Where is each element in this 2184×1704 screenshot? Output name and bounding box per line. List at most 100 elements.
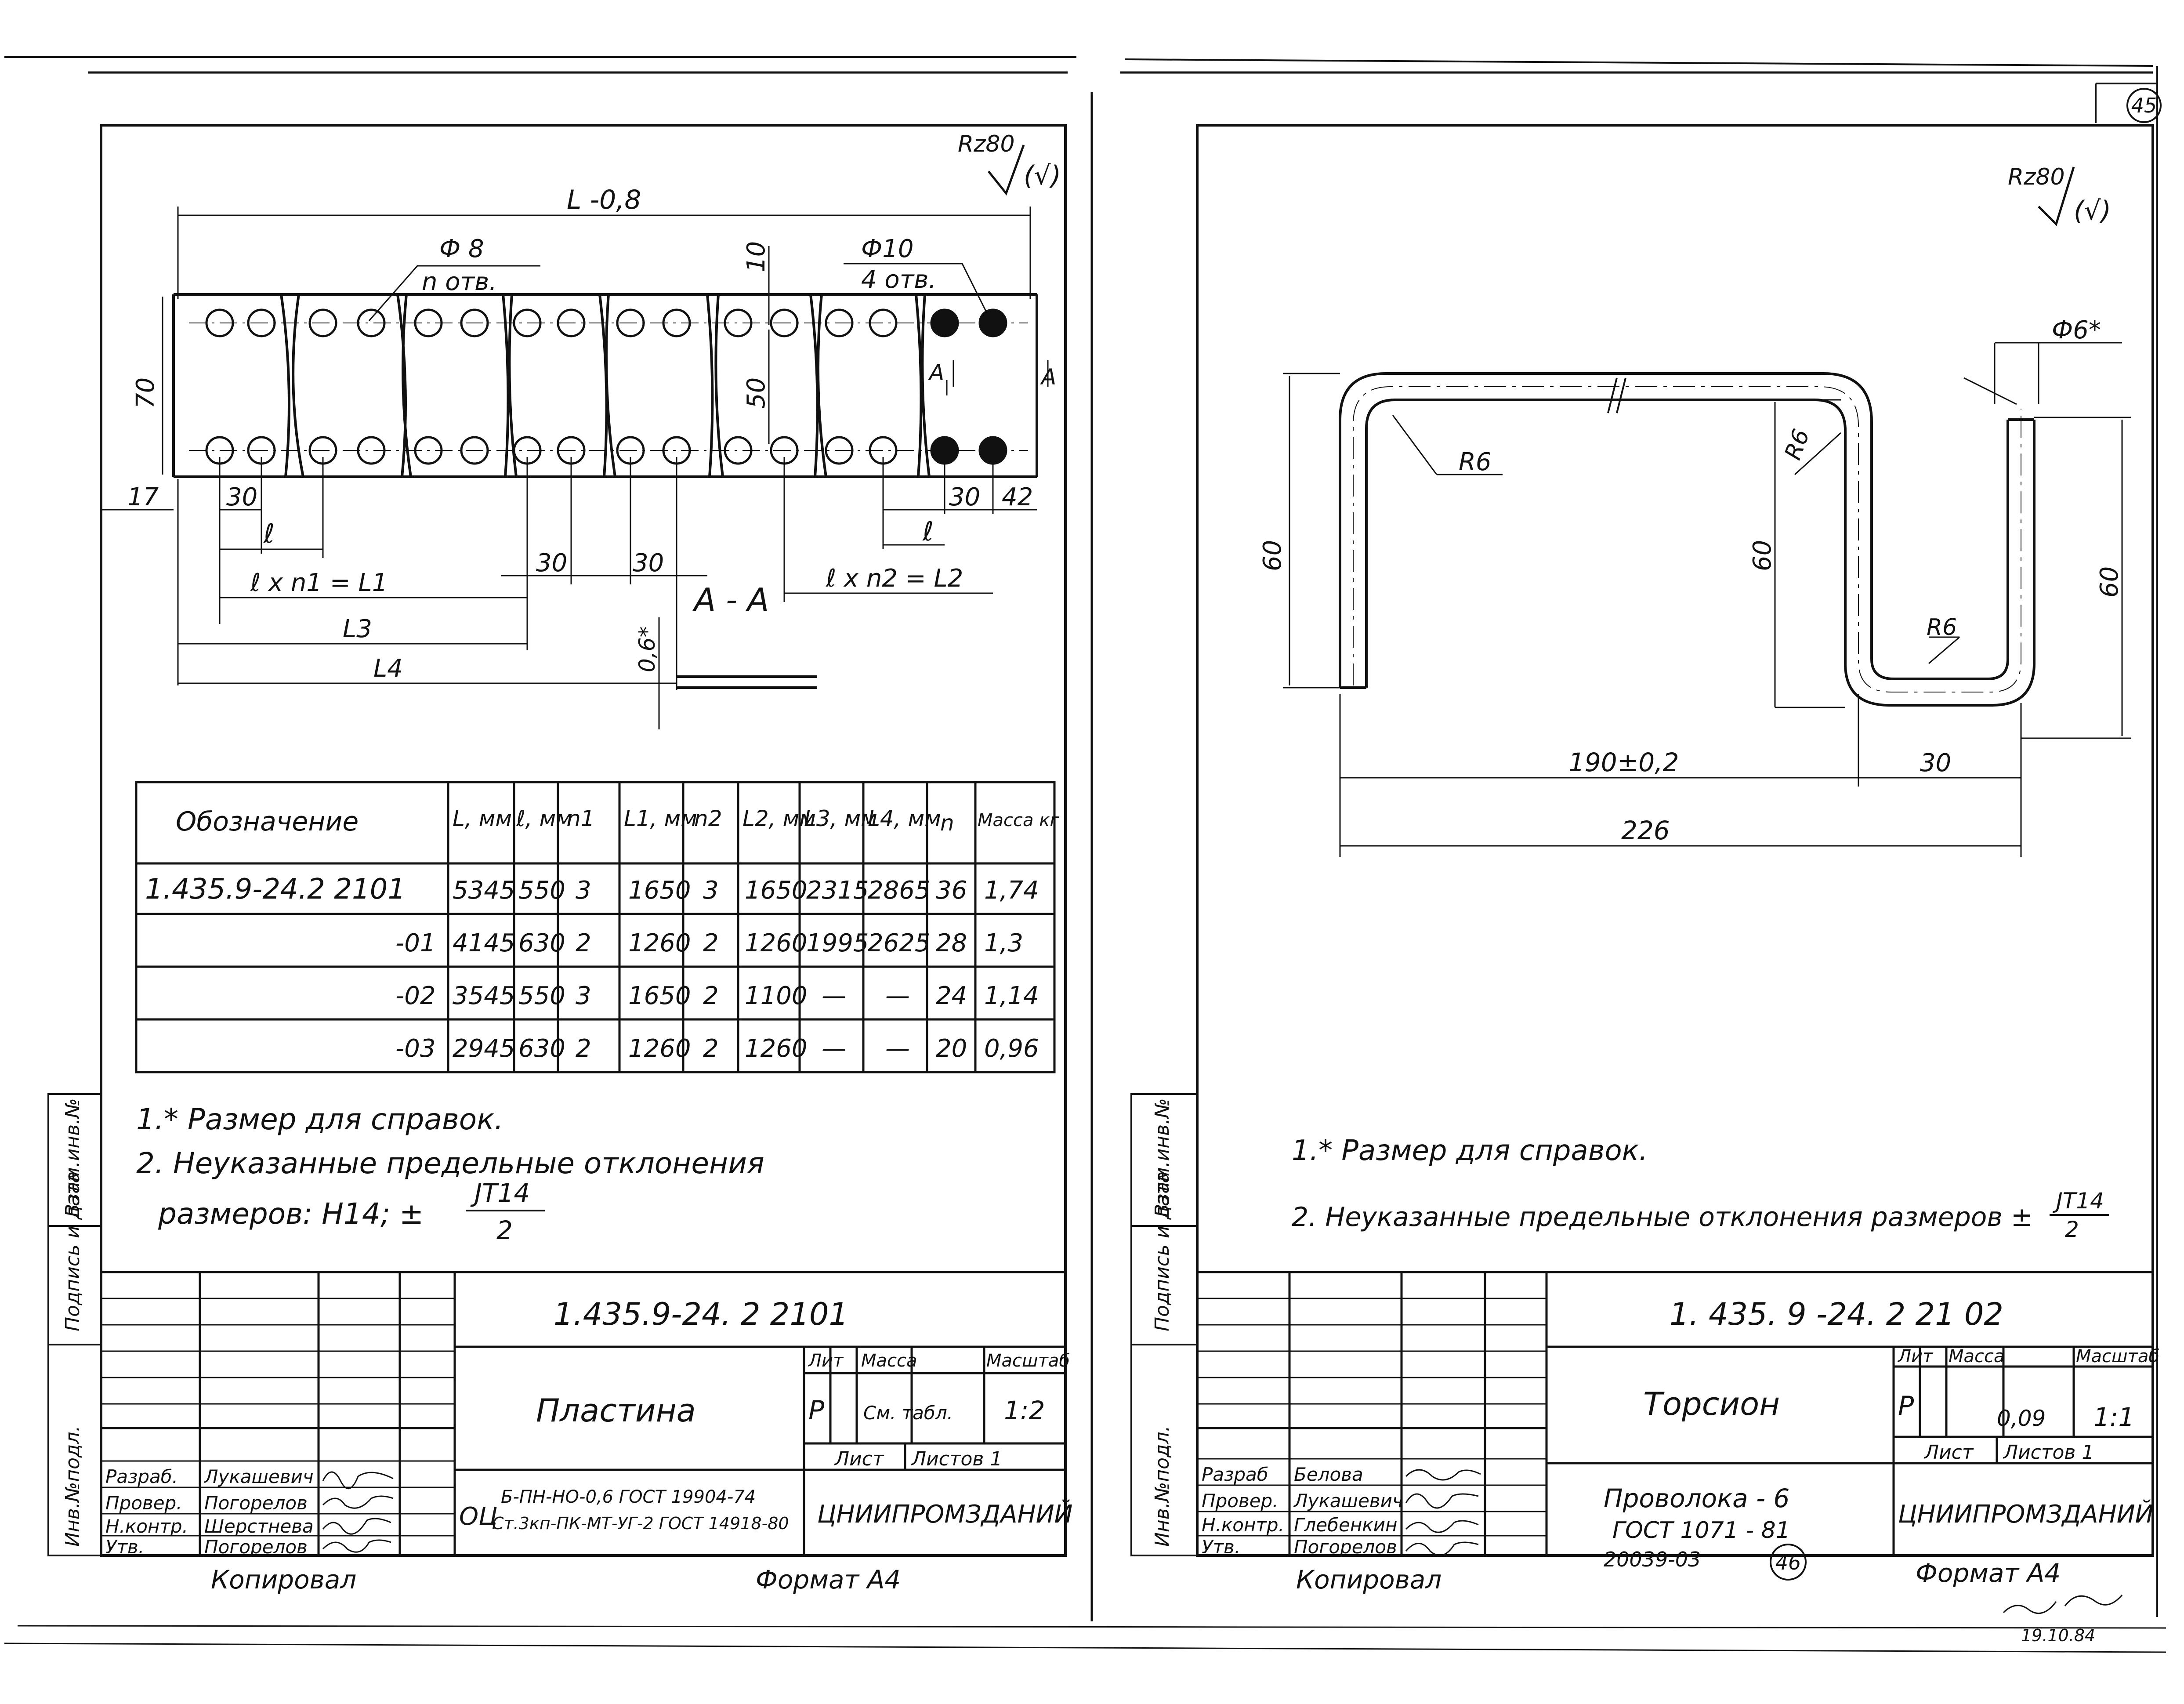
right-role-2: Н.контр. <box>1202 1514 1284 1536</box>
row2-L4: — <box>885 982 910 1010</box>
left-role-1: Провер. <box>105 1492 182 1514</box>
row3-n2: 2 <box>703 1034 719 1063</box>
row0-L1: 1650 <box>628 876 691 905</box>
row3-L: 2945 <box>453 1034 515 1063</box>
row3-L4: — <box>885 1034 910 1063</box>
sheet-number-bottom: 46 <box>1775 1551 1801 1574</box>
row2-mass: 1,14 <box>984 982 1039 1010</box>
row1-n2: 2 <box>703 929 719 957</box>
left-roughness-paren: (√) <box>1024 160 1061 191</box>
row1-l: 630 <box>518 929 565 957</box>
dim-l2: ℓ <box>922 516 934 547</box>
dim-h50: 50 <box>742 377 771 409</box>
row3-L3: — <box>822 1034 846 1063</box>
left-note-frac-top: JT14 <box>470 1178 530 1208</box>
left-org: ЦНИИПРОМЗДАНИЙ <box>817 1500 1073 1529</box>
wire-break-mark <box>1607 377 1626 413</box>
row1-n: 28 <box>936 929 967 957</box>
th-L3: L3, мм <box>804 806 877 831</box>
right-lit-header: Лит <box>1897 1346 1934 1367</box>
right-note-frac-bottom: 2 <box>2065 1217 2079 1242</box>
handwritten-date: 19.10.84 <box>2021 1626 2095 1645</box>
left-person-3: Погорелов <box>204 1536 308 1558</box>
section-mark-a2: A <box>1040 364 1056 390</box>
row2-n1: 3 <box>576 982 591 1010</box>
right-scale: 1:1 <box>2093 1402 2134 1432</box>
th-designation: Обозначение <box>176 806 359 837</box>
section-mark-a: A <box>928 360 944 385</box>
section-title: A - A <box>692 581 769 618</box>
right-person-0: Белова <box>1294 1464 1363 1485</box>
right-stamp-replace-label: Взам.инв.№ <box>1151 1098 1173 1217</box>
dim-226: 226 <box>1621 816 1670 845</box>
right-role-1: Провер. <box>1202 1490 1279 1512</box>
dim-30d: 30 <box>949 483 980 511</box>
left-note-2: 2. Неуказанные предельные отклонения <box>136 1146 764 1180</box>
left-lit: Р <box>808 1395 825 1426</box>
plate-outline <box>172 293 1038 478</box>
right-roughness-check-icon <box>2038 167 2075 226</box>
row0-l: 550 <box>518 876 565 905</box>
spec-table-grid <box>135 781 1056 1073</box>
spec-table-rows: 1.435.9-24.2 2101 5345 550 3 1650 3 1650… <box>145 873 1039 1063</box>
dim-hole10-count: 4 отв. <box>861 265 936 294</box>
dim-l: ℓ <box>263 518 275 549</box>
th-n: n <box>940 810 954 836</box>
right-roughness-paren: (√) <box>2074 196 2111 226</box>
dim-lxn1: ℓ x n1 = L1 <box>250 569 388 597</box>
left-person-0: Лукашевич <box>203 1466 314 1487</box>
left-signatures <box>322 1471 394 1553</box>
right-sheets: Листов 1 <box>2003 1441 2094 1464</box>
dim-30b: 30 <box>536 549 567 577</box>
left-title-block-grid <box>100 1271 1067 1557</box>
left-material-top: Б-ПН-НО-0,6 ГОСТ 19904-74 <box>501 1487 756 1507</box>
right-role-0: Разраб <box>1202 1464 1268 1485</box>
row2-l: 550 <box>518 982 565 1010</box>
row3-designation: -03 <box>395 1034 435 1063</box>
left-copied: Копировал <box>211 1565 356 1595</box>
left-roughness: Rz80 <box>958 131 1015 157</box>
left-scale: 1:2 <box>1004 1396 1045 1425</box>
row3-mass: 0,96 <box>984 1034 1039 1063</box>
right-signatures <box>1405 1469 1481 1556</box>
right-mass: 0,09 <box>1997 1406 2046 1431</box>
sheet-number-bottom-circle <box>1770 1544 1807 1581</box>
left-part-name: Пластина <box>536 1392 696 1429</box>
left-format: Формат А4 <box>756 1565 901 1595</box>
right-doc-code: 1. 435. 9 -24. 2 21 02 <box>1670 1296 2003 1332</box>
left-sheets: Листов 1 <box>911 1448 1002 1470</box>
dim-hole10: Ф10 <box>861 235 913 263</box>
dim-v10: 10 <box>742 241 771 272</box>
right-sheet: Лист <box>1923 1441 1974 1464</box>
th-L2: L2, мм <box>742 806 816 831</box>
row0-n1: 3 <box>576 876 591 905</box>
dim-30a: 30 <box>226 483 257 511</box>
row0-n2: 3 <box>703 876 719 905</box>
dim-h70: 70 <box>131 377 160 409</box>
right-org: ЦНИИПРОМЗДАНИЙ <box>1898 1500 2154 1529</box>
th-L: L, мм <box>453 806 512 831</box>
row1-L: 4145 <box>453 929 515 957</box>
left-mass-header: Масса <box>861 1351 917 1371</box>
th-L1: L1, мм <box>624 806 697 831</box>
left-note-3: размеров: H14; ± <box>158 1197 424 1231</box>
row3-l: 630 <box>518 1034 565 1063</box>
sheet-number-circle <box>2126 88 2162 123</box>
row1-L2: 1260 <box>745 929 808 957</box>
row2-L1: 1650 <box>628 982 691 1010</box>
dim-60-mid: 60 <box>1748 540 1777 571</box>
right-note-2: 2. Неуказанные предельные отклонения раз… <box>1292 1202 2033 1233</box>
dim-L: L -0,8 <box>567 185 641 215</box>
row2-n: 24 <box>936 982 967 1010</box>
row2-designation: -02 <box>395 982 435 1010</box>
row1-n1: 2 <box>576 929 591 957</box>
left-role-0: Разраб. <box>105 1466 178 1487</box>
left-mass: См. табл. <box>863 1402 953 1424</box>
left-stamp-sign-label: Подпись и дата <box>62 1171 84 1331</box>
row0-designation: 1.435.9-24.2 2101 <box>145 873 406 906</box>
left-doc-code: 1.435.9-24. 2 2101 <box>554 1296 848 1332</box>
right-lit: Р <box>1898 1391 1914 1421</box>
left-note-frac-bottom: 2 <box>496 1215 513 1245</box>
dim-lxn2: ℓ x n2 = L2 <box>826 564 963 593</box>
right-copied: Копировал <box>1296 1565 1442 1595</box>
